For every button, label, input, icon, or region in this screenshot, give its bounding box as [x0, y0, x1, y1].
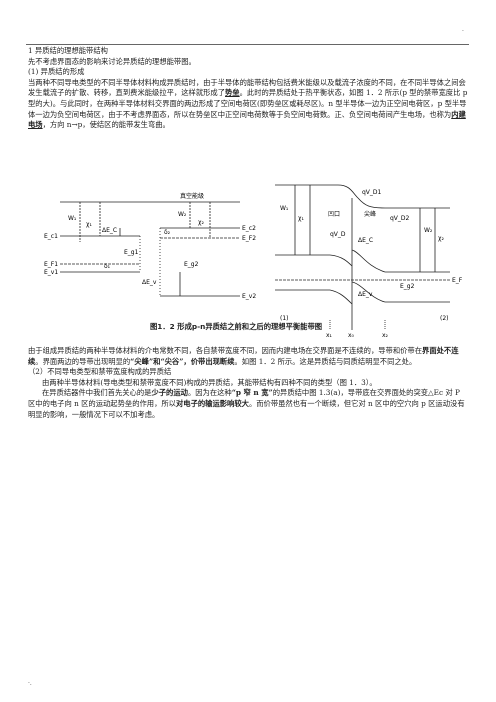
- left-label-chi2: χ₂: [198, 219, 204, 226]
- left-label-delta1: δ₁: [104, 263, 111, 270]
- left-label-ec1: E_c1: [44, 233, 58, 240]
- right-label-delta-ev: ΔE_v: [358, 291, 373, 298]
- right-label-region-1: (1): [280, 315, 289, 322]
- left-label-ev2: E_v2: [242, 293, 256, 300]
- left-label-delta2: δ₂: [164, 229, 171, 236]
- left-label-w1: W₁: [68, 215, 77, 222]
- right-label-ef: E_F: [452, 277, 463, 284]
- right-label-chi2: χ₂: [438, 235, 444, 242]
- section-title: 1 异质结的理想能带结构: [28, 46, 108, 55]
- left-label-chi1: χ₁: [86, 221, 92, 228]
- left-label-delta-ec: ΔE_C: [102, 227, 117, 234]
- left-label-eg2: E_g2: [184, 261, 199, 268]
- right-label-w2: W₂: [424, 227, 433, 234]
- right-label-w1: W₁: [280, 205, 289, 212]
- band-diagram-figure: 真空能级 W₁ χ₁ W₂ χ₂ ΔE_C E_c1 E_c2 E_F1 E_F…: [44, 184, 463, 339]
- right-label-qvd1: qV_D1: [362, 189, 382, 196]
- paragraph-1: 当两种不同导电类型的不同半导体材料构成异质结时，由于半导体的能带结构包括费米能级…: [28, 77, 468, 130]
- left-label-eg1: E_g1: [124, 249, 139, 256]
- intro-line: 先不考虑界面态的影响来讨论异质结的理想能带图。: [28, 56, 196, 66]
- right-label-qvd2: qV_D2: [390, 215, 410, 222]
- right-label-delta-ec: ΔE_C: [358, 237, 373, 244]
- subsection-2-heading: （2）不同导电类型和禁带宽度构成的异质结: [28, 367, 172, 377]
- text-block-top: 1 异质结的理想能带结构 先不考虑界面态的影响来讨论异质结的理想能带图。 (1)…: [28, 46, 468, 131]
- subsection-1-heading: (1) 异质结的形成: [28, 67, 85, 77]
- left-label-ec2: E_c2: [242, 225, 256, 232]
- left-label-ef2: E_F2: [242, 235, 256, 242]
- corner-mark: ·: [462, 28, 464, 35]
- right-label-x0: x₀: [348, 332, 355, 339]
- left-label-w2: W₂: [178, 211, 187, 218]
- left-label-ev1: E_v1: [44, 269, 58, 276]
- page-bottom-mark: ·.: [28, 680, 32, 687]
- left-label-delta-ev: ΔE_v: [142, 279, 157, 286]
- text-block-bottom: 由于组成异质结的两种半导体材料的介电常数不同，各自禁带宽度不同，因而内建电场在交…: [28, 346, 468, 420]
- notch-label: 凹口: [328, 211, 340, 218]
- left-label-ef1: E_F1: [44, 261, 58, 268]
- right-label-eg2: E_g2: [400, 283, 415, 290]
- right-label-chi1: χ₁: [298, 215, 304, 222]
- paragraph-2: 由于组成异质结的两种半导体材料的介电常数不同，各自禁带宽度不同，因而内建电场在交…: [28, 346, 459, 366]
- figure-caption: 图1．2 形成p-n异质结之前和之后的理想平衡能带图: [150, 322, 323, 331]
- right-label-region-2: (2): [440, 315, 449, 322]
- paragraph-3: 由两种半导体材料(导电类型和禁带宽度不同)构成的异质结，其能带结构有四种不同的类…: [42, 377, 377, 387]
- vacuum-level-label: 真空能级: [180, 192, 204, 200]
- header-rule: [26, 44, 469, 45]
- right-label-x2: x₂: [382, 332, 389, 339]
- paragraph-4: 在异质结器件中我们首先关心的是少子的运动。因为在这种“p 窄 n 宽”的异质结中…: [28, 388, 465, 419]
- right-label-qvd: qV_D: [330, 231, 346, 238]
- right-label-x1: x₁: [326, 332, 333, 339]
- spike-label: 尖峰: [364, 210, 376, 218]
